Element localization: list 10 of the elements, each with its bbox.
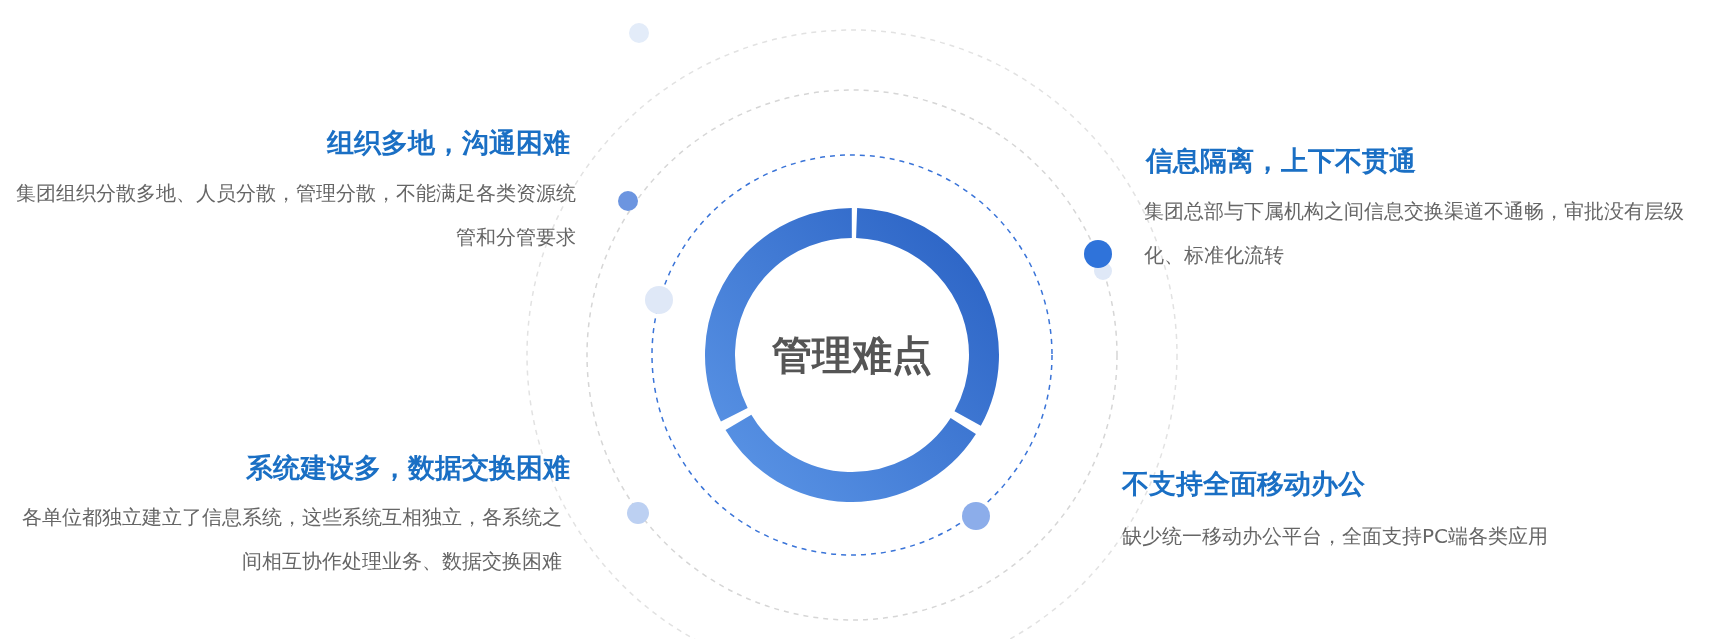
section-heading: 组织多地，沟通困难 [327,126,570,160]
hub-title: 管理难点 [771,333,933,377]
section-heading: 系统建设多，数据交换困难 [246,451,570,485]
description-text: 集团总部与下属机构之间信息交换渠道不通畅，审批没有层级化、标准化流转 [1144,198,1685,269]
section-heading: 信息隔离，上下不贯通 [1146,144,1416,178]
description-text: 集团组织分散多地、人员分散，管理分散，不能满足各类资源统管和分管要求 [16,180,576,251]
section-heading: 不支持全面移动办公 [1122,467,1365,501]
ring-shape [702,205,1002,505]
description-text: 缺少统一移动办公平台，全面支持PC端各类应用 [1122,523,1550,550]
description-text: 各单位都独立建立了信息系统，这些系统互相独立，各系统之间相互协作处理业务、数据交换困难 [22,504,562,575]
